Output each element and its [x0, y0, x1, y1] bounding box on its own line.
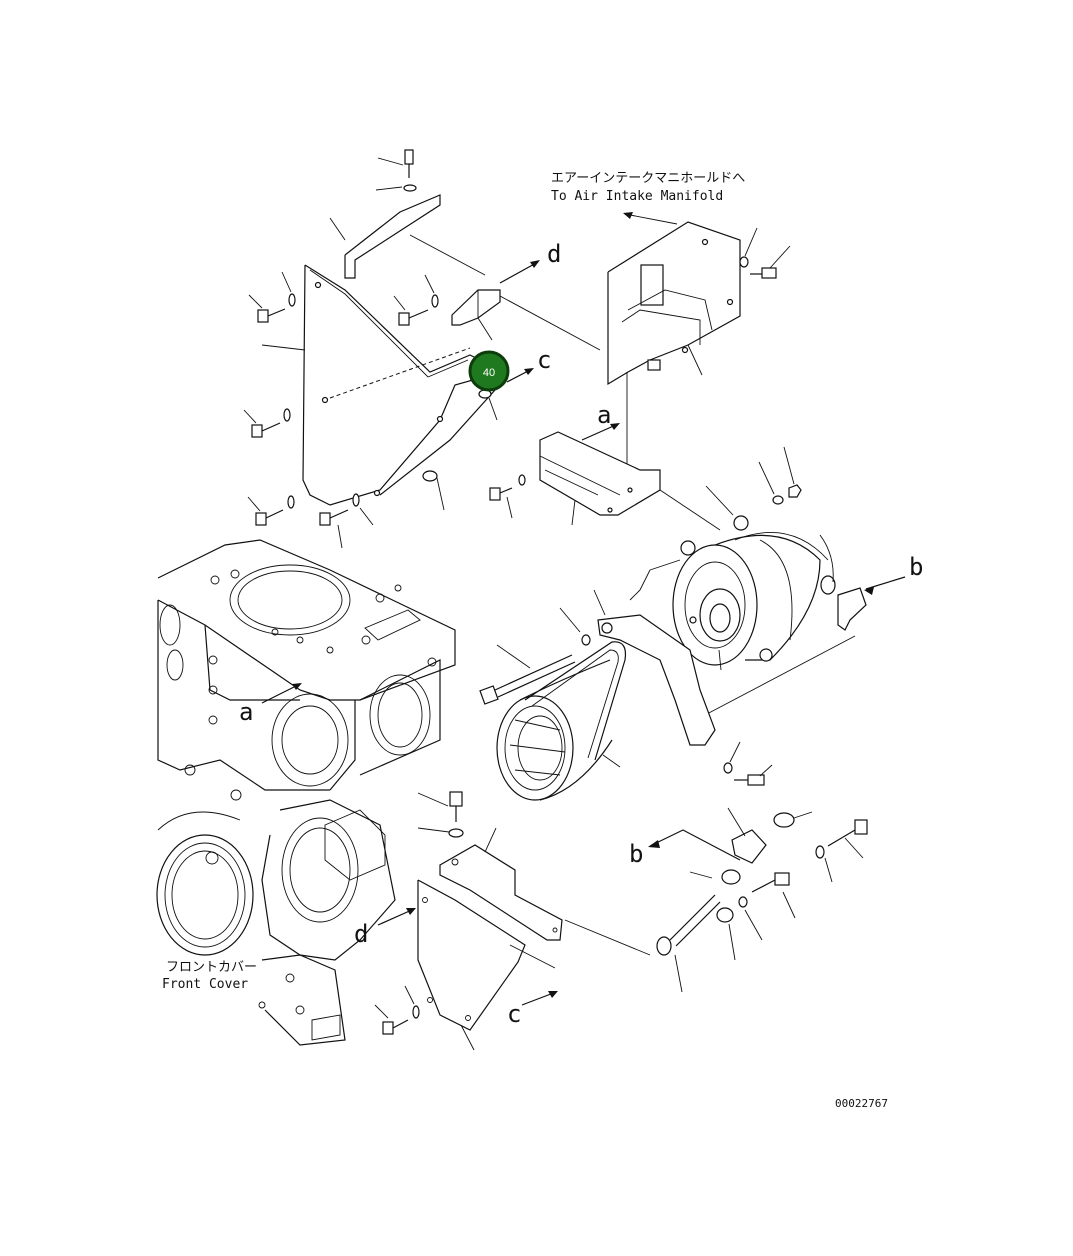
long-bolt — [479, 607, 591, 705]
mounting-plate-left — [261, 264, 497, 506]
ref-a-upper: a — [581, 401, 620, 441]
air-intake-label-en: To Air Intake Manifold — [551, 189, 723, 204]
front-cover-label-en: Front Cover — [162, 977, 248, 992]
callout-40-label: 40 — [483, 367, 495, 379]
drawing-number: 00022767 — [835, 1097, 888, 1110]
bracket-top-left — [329, 194, 486, 279]
svg-text:c: c — [537, 346, 551, 374]
spacers-lower-right — [689, 807, 868, 961]
svg-text:c: c — [507, 1000, 521, 1028]
bolt-front-cover — [417, 791, 464, 838]
bolt-left-3 — [247, 495, 295, 526]
bolt-mid-upper — [393, 274, 439, 326]
lower-bracket — [417, 827, 651, 1051]
ref-d-upper: d — [499, 240, 561, 284]
callout-40[interactable]: 40 — [468, 350, 510, 392]
svg-text:d: d — [354, 920, 368, 948]
bolt-top — [375, 149, 417, 192]
ref-c-lower: c — [507, 991, 558, 1028]
ref-b-right: b — [864, 553, 923, 595]
mounting-plate-right — [499, 212, 741, 470]
cylinder-block — [157, 539, 456, 801]
bolt-lower-bracket — [374, 985, 420, 1035]
adjust-bracket — [539, 431, 721, 531]
bolt-left-1 — [248, 271, 296, 323]
svg-text:b: b — [909, 553, 923, 581]
ref-a-lower: a — [239, 683, 302, 726]
svg-text:b: b — [629, 840, 643, 868]
terminal-bracket — [704, 587, 867, 716]
bolt-mid-bracket — [489, 474, 526, 519]
spacer-block — [451, 289, 501, 341]
ref-c-upper: c — [506, 346, 551, 383]
svg-text:a: a — [239, 698, 253, 726]
front-cover-label-jp: フロントカバー — [166, 960, 257, 975]
nut-alternator — [705, 446, 802, 516]
eye-bolt — [656, 894, 721, 993]
svg-text:d: d — [547, 240, 561, 268]
front-cover — [156, 799, 396, 1046]
svg-text:a: a — [597, 401, 611, 429]
v-belt — [524, 641, 627, 768]
ref-d-lower: d — [354, 908, 416, 948]
bolt-link-lower — [723, 741, 773, 786]
adjusting-link — [593, 559, 716, 746]
bolt-left-4 — [319, 493, 374, 549]
air-intake-label-jp: エアーインテークマニホールドへ — [551, 171, 745, 186]
ref-b-lower: b — [629, 829, 741, 868]
alternator — [672, 515, 836, 671]
fan-pulley — [496, 659, 613, 801]
bolt-right-top — [739, 227, 791, 279]
bolt-left-2 — [243, 408, 291, 438]
collar — [422, 470, 445, 511]
